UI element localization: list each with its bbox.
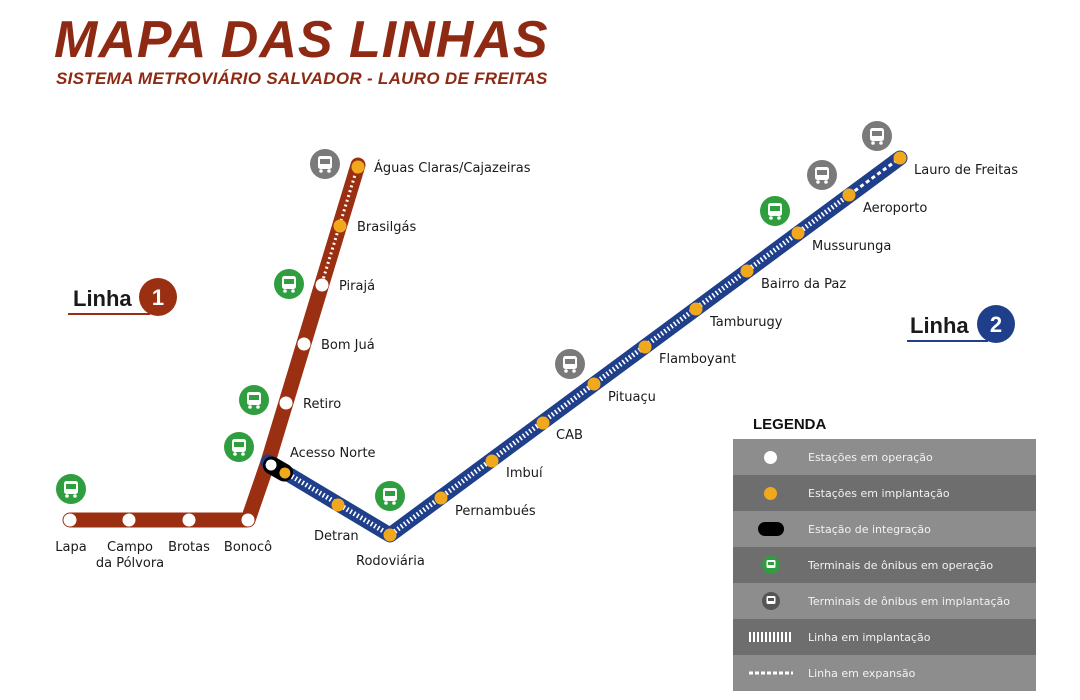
legend-item-line-expansion: Linha em expansão xyxy=(733,655,1036,691)
station-rodoviaria[interactable] xyxy=(383,528,397,542)
station-aguas-claras[interactable] xyxy=(351,160,365,174)
bus-terminal-icon[interactable] xyxy=(807,160,837,190)
legend-item-integration-station: Estação de integração xyxy=(733,511,1036,547)
bus-terminals xyxy=(56,121,892,511)
station-bom-jua[interactable] xyxy=(297,337,311,351)
legend-title: LEGENDA xyxy=(753,416,827,433)
station-label: Águas Claras/Cajazeiras xyxy=(374,160,531,176)
line-1-number: 1 xyxy=(152,285,164,310)
station-label: CAB xyxy=(556,428,583,443)
line-1-track xyxy=(62,157,366,528)
bus-terminal-icon[interactable] xyxy=(862,121,892,151)
station-pituacu[interactable] xyxy=(587,377,601,391)
station-label: Pituaçu xyxy=(608,390,656,405)
station-label: Retiro xyxy=(303,397,341,412)
bus-terminal-icon[interactable] xyxy=(760,196,790,226)
station-aeroporto[interactable] xyxy=(842,188,856,202)
bus-terminal-icon[interactable] xyxy=(375,481,405,511)
station-label: Detran xyxy=(314,529,359,544)
line-1-stations xyxy=(63,160,365,527)
legend-item-station-operating: Estações em operação xyxy=(733,439,1036,475)
line-2-stations xyxy=(331,151,907,542)
station-brotas[interactable] xyxy=(182,513,196,527)
legend-rows: Estações em operação Estações em implant… xyxy=(733,439,1036,691)
station-tamburugy[interactable] xyxy=(689,302,703,316)
station-label: Flamboyant xyxy=(659,352,736,367)
station-label: Bom Juá xyxy=(321,338,375,353)
station-detran[interactable] xyxy=(331,498,345,512)
station-construction-icon xyxy=(764,486,777,500)
legend-label: Estação de integração xyxy=(808,522,931,536)
station-label: Lapa xyxy=(55,540,86,555)
station-label: Brasilgás xyxy=(357,220,416,235)
map-subtitle: SISTEMA METROVIÁRIO SALVADOR - LAURO DE … xyxy=(56,69,548,88)
bus-terminal-icon[interactable] xyxy=(56,474,86,504)
station-label: Bairro da Paz xyxy=(761,277,846,292)
station-flamboyant[interactable] xyxy=(638,340,652,354)
line-2-number: 2 xyxy=(990,312,1002,337)
station-mussurunga[interactable] xyxy=(791,226,805,240)
station-lapa[interactable] xyxy=(63,513,77,527)
map-title: MAPA DAS LINHAS xyxy=(54,11,549,69)
bus-terminal-icon[interactable] xyxy=(274,269,304,299)
station-label: Aeroporto xyxy=(863,201,927,216)
legend-label: Linha em expansão xyxy=(808,666,916,680)
line-2-name: Linha xyxy=(910,313,969,338)
legend-item-line-construction: Linha em implantação xyxy=(733,619,1036,655)
legend-item-bus-construction: Terminais de ônibus em implantação xyxy=(733,583,1036,619)
legend-item-bus-operating: Terminais de ônibus em operação xyxy=(733,547,1036,583)
station-imbui[interactable] xyxy=(485,454,499,468)
station-label: Pernambués xyxy=(455,504,536,519)
station-campo-da-polvora[interactable] xyxy=(122,513,136,527)
bus-construction-icon xyxy=(761,592,780,610)
station-pernambues[interactable] xyxy=(434,491,448,505)
line-construction-icon xyxy=(748,632,793,642)
station-bairro-da-paz[interactable] xyxy=(740,264,754,278)
integration-station-acesso-norte[interactable] xyxy=(260,453,297,485)
legend-label: Estações em operação xyxy=(808,450,933,464)
station-lauro-de-freitas[interactable] xyxy=(893,151,907,165)
station-label: Imbuí xyxy=(506,466,543,481)
station-label: Mussurunga xyxy=(812,239,891,254)
station-label: Rodoviária xyxy=(356,554,425,569)
station-cab[interactable] xyxy=(536,416,550,430)
bus-operating-icon xyxy=(761,556,780,574)
station-operating-icon xyxy=(764,450,777,464)
station-label: Pirajá xyxy=(339,279,375,294)
bus-terminal-icon[interactable] xyxy=(224,432,254,462)
legend-item-station-construction: Estações em implantação xyxy=(733,475,1036,511)
line-expansion-icon xyxy=(748,671,793,675)
legend-label: Terminais de ônibus em operação xyxy=(808,558,994,572)
station-label: Brotas xyxy=(168,540,210,555)
bus-terminal-icon[interactable] xyxy=(239,385,269,415)
station-bonoco[interactable] xyxy=(241,513,255,527)
station-label: Tamburugy xyxy=(709,315,783,330)
bus-terminal-icon[interactable] xyxy=(555,349,585,379)
station-label: Bonocô xyxy=(224,540,272,555)
line-1-badge: Linha 1 xyxy=(68,278,177,316)
integration-station-icon xyxy=(757,522,784,536)
legend-label: Estações em implantação xyxy=(808,486,950,500)
bus-terminal-icon[interactable] xyxy=(310,149,340,179)
line-2-badge: Linha 2 xyxy=(907,305,1015,343)
station-retiro[interactable] xyxy=(279,396,293,410)
station-brasilgas[interactable] xyxy=(333,219,347,233)
station-piraja[interactable] xyxy=(315,278,329,292)
legend-label: Linha em implantação xyxy=(808,630,931,644)
line-1-name: Linha xyxy=(73,286,132,311)
station-label: Lauro de Freitas xyxy=(914,163,1018,178)
station-label: Acesso Norte xyxy=(290,446,376,461)
legend-label: Terminais de ônibus em implantação xyxy=(808,594,1010,608)
legend: LEGENDA Estações em operação Estações em… xyxy=(733,411,1036,691)
